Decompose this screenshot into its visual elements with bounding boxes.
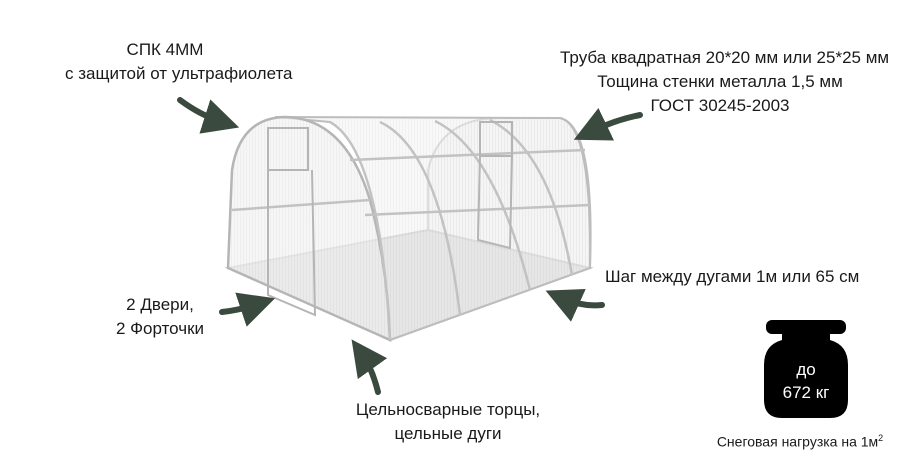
caption-superscript: 2	[878, 433, 884, 443]
weight-icon	[764, 320, 848, 418]
callout-arrows	[177, 97, 643, 395]
callout-text: Тощина стенки металла 1,5 мм	[597, 72, 843, 91]
callout-text: ГОСТ 30245-2003	[650, 96, 790, 115]
callout-doors: 2 Двери, 2 Форточки	[90, 293, 230, 341]
callout-text: цельные дуги	[394, 424, 502, 443]
arches	[231, 118, 591, 341]
weight-value: 672 кг	[782, 383, 830, 402]
callout-welded: Цельносварные торцы, цельные дуги	[338, 398, 558, 446]
callout-text: 2 Форточки	[115, 319, 205, 338]
arrow-arch-step	[545, 288, 605, 322]
callout-text: 2 Двери,	[126, 295, 194, 314]
arrow-doors	[219, 292, 276, 327]
snow-load-caption: Снеговая нагрузка на 1м2	[700, 426, 900, 454]
callout-text: с защитой от ультрафиолета	[65, 64, 293, 83]
doors	[267, 121, 513, 317]
weight-label-prefix: до	[796, 360, 816, 379]
callout-arch-step: Шаг между дугами 1м или 65 см	[605, 267, 860, 286]
callout-text: СПК 4ММ	[126, 40, 204, 59]
arrow-welded	[351, 339, 388, 395]
callout-polycarbonate: СПК 4ММ с защитой от ультрафиолета	[65, 38, 293, 86]
caption-text: Снеговая нагрузка на 1м	[716, 433, 879, 450]
callout-frame: Труба квадратная 20*20 мм или 25*25 мм Т…	[560, 46, 890, 118]
callout-text: Цельносварные торцы,	[355, 400, 541, 419]
callout-text: Труба квадратная 20*20 мм или 25*25 мм	[560, 48, 890, 67]
arrow-polycarbonate	[177, 97, 240, 134]
arrow-frame	[573, 107, 643, 141]
